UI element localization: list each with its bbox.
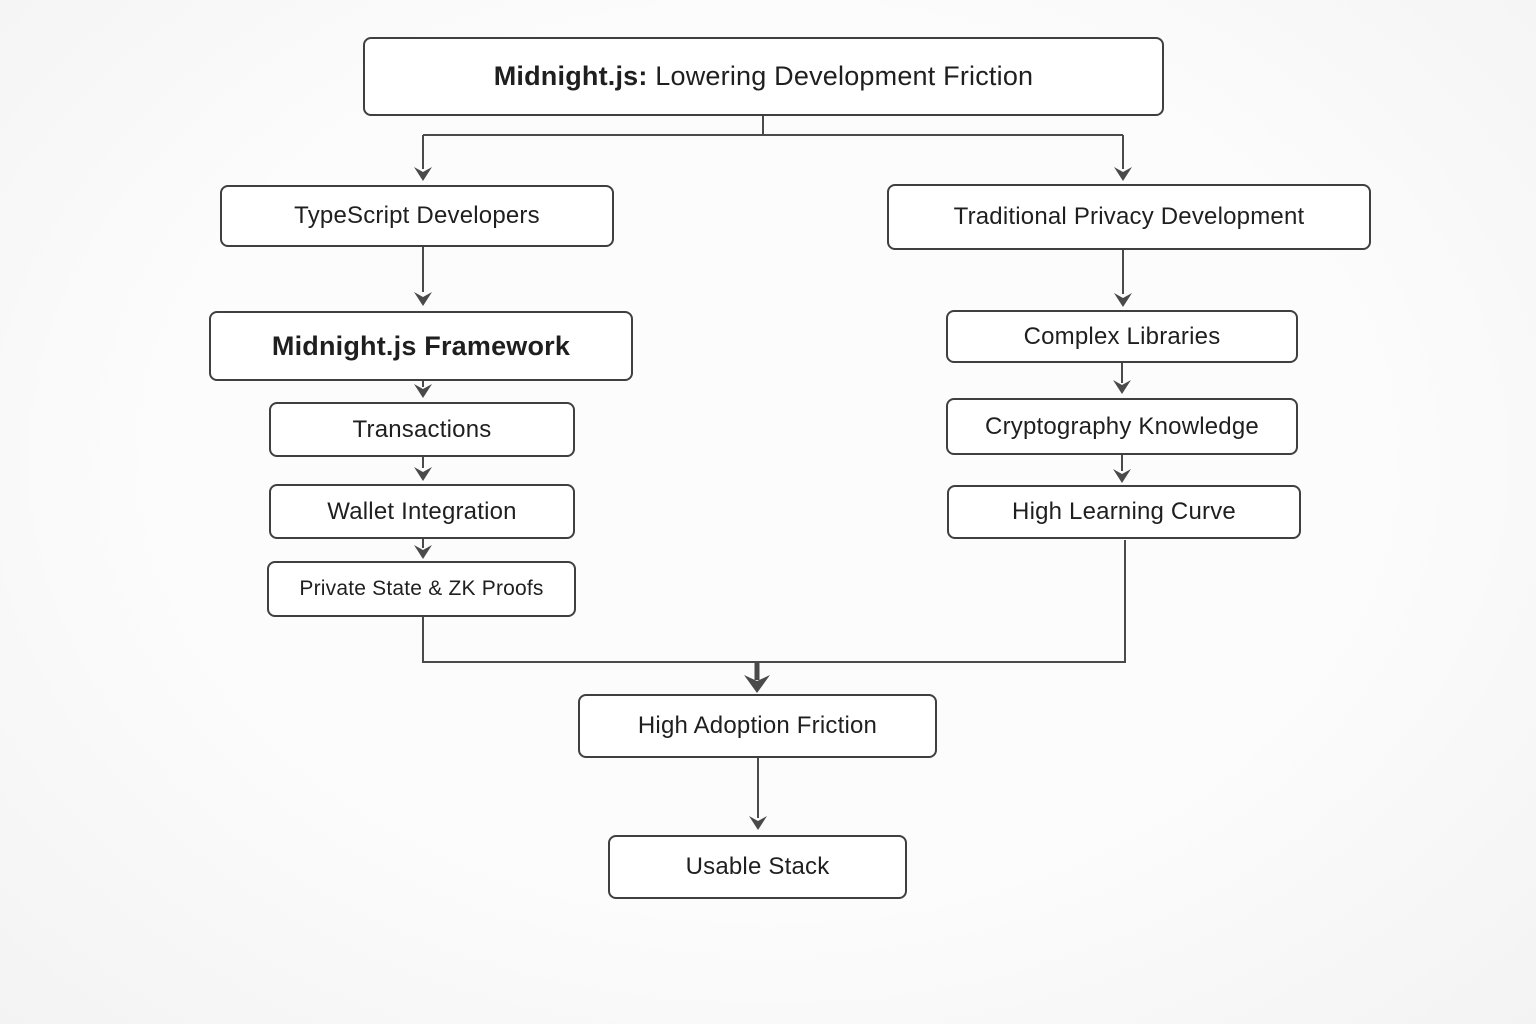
node-label: Complex Libraries — [1023, 322, 1221, 350]
node-cryptography-knowledge: Cryptography Knowledge — [946, 398, 1298, 455]
node-label: TypeScript Developers — [294, 202, 540, 229]
node-label: High Learning Curve — [1012, 498, 1236, 525]
arrowhead-complex-crypto — [1113, 380, 1131, 394]
node-label: Midnight.js Framework — [271, 330, 571, 361]
arrowhead-transactions-wallet — [414, 467, 432, 481]
node-label: Cryptography Knowledge — [985, 412, 1259, 440]
node-typescript-developers: TypeScript Developers — [220, 185, 614, 247]
arrowhead-split-left — [414, 167, 432, 181]
arrowhead-wallet-private — [414, 545, 432, 559]
node-label: Transactions — [352, 415, 492, 443]
node-high-learning-curve: High Learning Curve — [947, 485, 1301, 539]
node-complex-libraries: Complex Libraries — [946, 310, 1298, 363]
node-label: High Adoption Friction — [637, 712, 878, 739]
node-label: Private State & ZK Proofs — [299, 577, 544, 600]
node-label: Usable Stack — [685, 853, 830, 880]
arrowhead-trad-complex — [1114, 293, 1132, 307]
title-box: Midnight.js: Lowering Development Fricti… — [363, 37, 1164, 116]
arrowhead-tsdev-framework — [414, 292, 432, 306]
title-bold-text: Midnight.js: — [493, 61, 648, 91]
node-private-state-zk-proofs: Private State & ZK Proofs — [267, 561, 576, 617]
arrowhead-crypto-curve — [1113, 469, 1131, 483]
node-high-adoption-friction: High Adoption Friction — [578, 694, 937, 758]
connector-merge-elbow — [422, 540, 1126, 663]
node-transactions: Transactions — [269, 402, 575, 457]
arrowhead-framework-transactions — [414, 384, 432, 398]
arrowhead-split-right — [1114, 167, 1132, 181]
node-label: Traditional Privacy Development — [953, 203, 1305, 230]
node-usable-stack: Usable Stack — [608, 835, 907, 899]
node-traditional-privacy-development: Traditional Privacy Development — [887, 184, 1371, 250]
node-label: Wallet Integration — [327, 497, 517, 525]
title-rest-text: Lowering Development Friction — [647, 61, 1034, 91]
arrowhead-merge-friction — [744, 675, 770, 693]
node-midnightjs-framework: Midnight.js Framework — [209, 311, 633, 381]
arrowhead-friction-usable — [749, 816, 767, 830]
node-wallet-integration: Wallet Integration — [269, 484, 575, 539]
